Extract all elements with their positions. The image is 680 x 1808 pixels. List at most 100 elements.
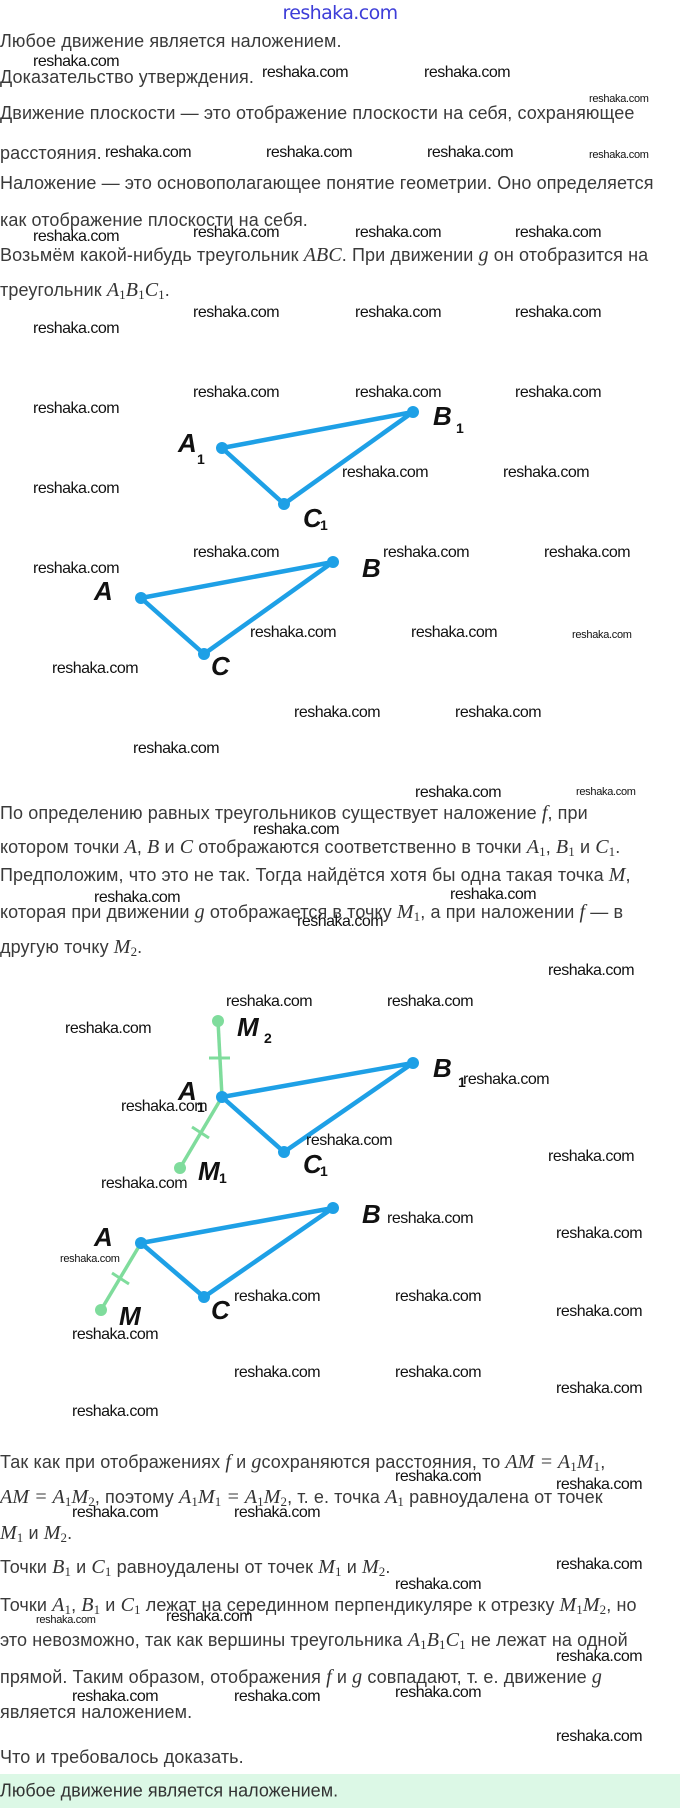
math-expression: C1 — [91, 1556, 112, 1579]
text-segment: Так как при отображениях — [0, 1452, 226, 1472]
watermark: reshaka.com — [60, 1253, 120, 1265]
point-b — [327, 1202, 339, 1214]
watermark: reshaka.com — [193, 224, 280, 241]
text-segment: , поэтому — [94, 1487, 180, 1507]
text-segment: не лежат на одной — [465, 1630, 628, 1650]
math-expression: AM = A1M2 — [0, 1486, 95, 1509]
label-c1-sub: 1 — [320, 517, 328, 533]
watermark: reshaka.com — [101, 1175, 188, 1192]
watermark: reshaka.com — [355, 384, 442, 401]
math-expression: f — [579, 901, 586, 923]
triangle-abc — [138, 1205, 336, 1300]
math-expression: AM = A1M1 — [505, 1451, 601, 1474]
text-segment: . — [385, 1557, 391, 1577]
text-segment: является наложением. — [0, 1702, 193, 1722]
text-segment: треугольник — [0, 280, 107, 300]
text-line: прямой. Таким образом, отображения f и g… — [0, 1666, 602, 1688]
text-segment: . — [615, 837, 621, 857]
text-segment: , — [71, 1595, 82, 1615]
watermark: reshaka.com — [193, 384, 280, 401]
point-a1 — [216, 1091, 228, 1103]
text-line: Возьмём какой-нибудь треугольник ABC. Пр… — [0, 244, 648, 266]
text-segment: прямой. Таким образом, отображения — [0, 1667, 327, 1687]
watermark: reshaka.com — [515, 384, 602, 401]
text-segment: , а при наложении — [420, 902, 580, 922]
text-segment: Любое движение является наложением. — [0, 31, 342, 51]
math-expression: f — [326, 1666, 332, 1688]
text-segment: и — [331, 1667, 353, 1687]
label-c1: C — [303, 1149, 323, 1179]
site-logo[interactable]: reshaka.com — [282, 2, 399, 24]
watermark: reshaka.com — [105, 144, 192, 161]
text-segment: , — [600, 1452, 606, 1472]
math-expression: A1 — [526, 836, 546, 859]
text-segment: , — [545, 837, 556, 857]
watermark: reshaka.com — [383, 544, 470, 561]
text-line: это невозможно, так как вершины треуголь… — [0, 1629, 628, 1651]
text-segment: . — [137, 937, 143, 957]
watermark: reshaka.com — [234, 1364, 321, 1381]
watermark: reshaka.com — [33, 228, 120, 245]
label-a1-sub: 1 — [197, 451, 205, 467]
watermark: reshaka.com — [556, 1476, 643, 1493]
label-b: B — [362, 553, 381, 583]
watermark: reshaka.com — [234, 1504, 321, 1521]
text-line: которая при движении g отображается в то… — [0, 901, 623, 923]
watermark: reshaka.com — [234, 1288, 321, 1305]
text-line: Что и требовалось доказать. — [0, 1746, 244, 1768]
text-segment: сохраняются расстояния, то — [261, 1452, 506, 1472]
text-segment: другую точку — [0, 937, 114, 957]
watermark: reshaka.com — [166, 1608, 253, 1625]
point-a — [135, 1237, 147, 1249]
text-line: как отображение плоскости на себя. — [0, 209, 308, 231]
label-m: M — [119, 1301, 142, 1331]
label-c1: C — [303, 503, 323, 533]
point-m1 — [174, 1162, 186, 1174]
watermark: reshaka.com — [72, 1688, 159, 1705]
text-line: Точки B1 и C1 равноудалены от точек M1 и… — [0, 1556, 390, 1578]
watermark: reshaka.com — [266, 144, 353, 161]
text-segment: . — [164, 280, 170, 300]
label-m2: M — [237, 1012, 260, 1042]
text-segment: и — [71, 1557, 92, 1577]
text-segment: котором точки — [0, 837, 125, 857]
triangle-a1b1c1 — [219, 1060, 416, 1155]
math-expression: M — [608, 864, 626, 886]
watermark: reshaka.com — [395, 1468, 482, 1485]
watermark: reshaka.com — [342, 464, 429, 481]
math-expression: f — [541, 802, 548, 824]
watermark: reshaka.com — [548, 1148, 635, 1165]
watermark: reshaka.com — [94, 889, 181, 906]
math-expression: M2 — [113, 936, 138, 959]
text-segment: , т. е. точка — [287, 1487, 386, 1507]
figure-triangle-a1b1c1: A 1 B 1 C 1 — [177, 401, 464, 533]
text-segment: отображаются соответственно в точки — [193, 837, 527, 857]
text-line: Так как при отображениях f и gсохраняютс… — [0, 1451, 605, 1473]
text-line: расстояния. — [0, 142, 102, 164]
label-b1: B — [433, 1053, 452, 1083]
text-segment: Возьмём какой-нибудь треугольник — [0, 245, 304, 265]
math-expression: C — [179, 836, 194, 858]
watermark: reshaka.com — [72, 1326, 159, 1343]
watermark: reshaka.com — [72, 1403, 159, 1420]
label-c: C — [211, 651, 231, 681]
watermark: reshaka.com — [515, 304, 602, 321]
point-a1 — [216, 442, 228, 454]
watermark: reshaka.com — [556, 1380, 643, 1397]
math-expression: A1M1 = A1M2 — [179, 1486, 288, 1509]
text-line: Любое движение является наложением. — [0, 30, 342, 52]
text-segment: Доказательство утверждения. — [0, 67, 254, 87]
text-segment: это невозможно, так как вершины треуголь… — [0, 1630, 408, 1650]
watermark: reshaka.com — [250, 624, 337, 641]
label-m1: M — [198, 1156, 221, 1186]
watermark: reshaka.com — [556, 1225, 643, 1242]
text-segment: совпадают, т. е. движение — [362, 1667, 592, 1687]
watermark: reshaka.com — [576, 786, 636, 798]
text-segment: , при — [547, 803, 588, 823]
watermark: reshaka.com — [33, 53, 120, 70]
watermark: reshaka.com — [387, 993, 474, 1010]
math-expression: A1B1C1 — [407, 1629, 466, 1652]
text-line: По определению равных треугольников суще… — [0, 802, 588, 824]
math-expression: A1 — [52, 1594, 72, 1617]
